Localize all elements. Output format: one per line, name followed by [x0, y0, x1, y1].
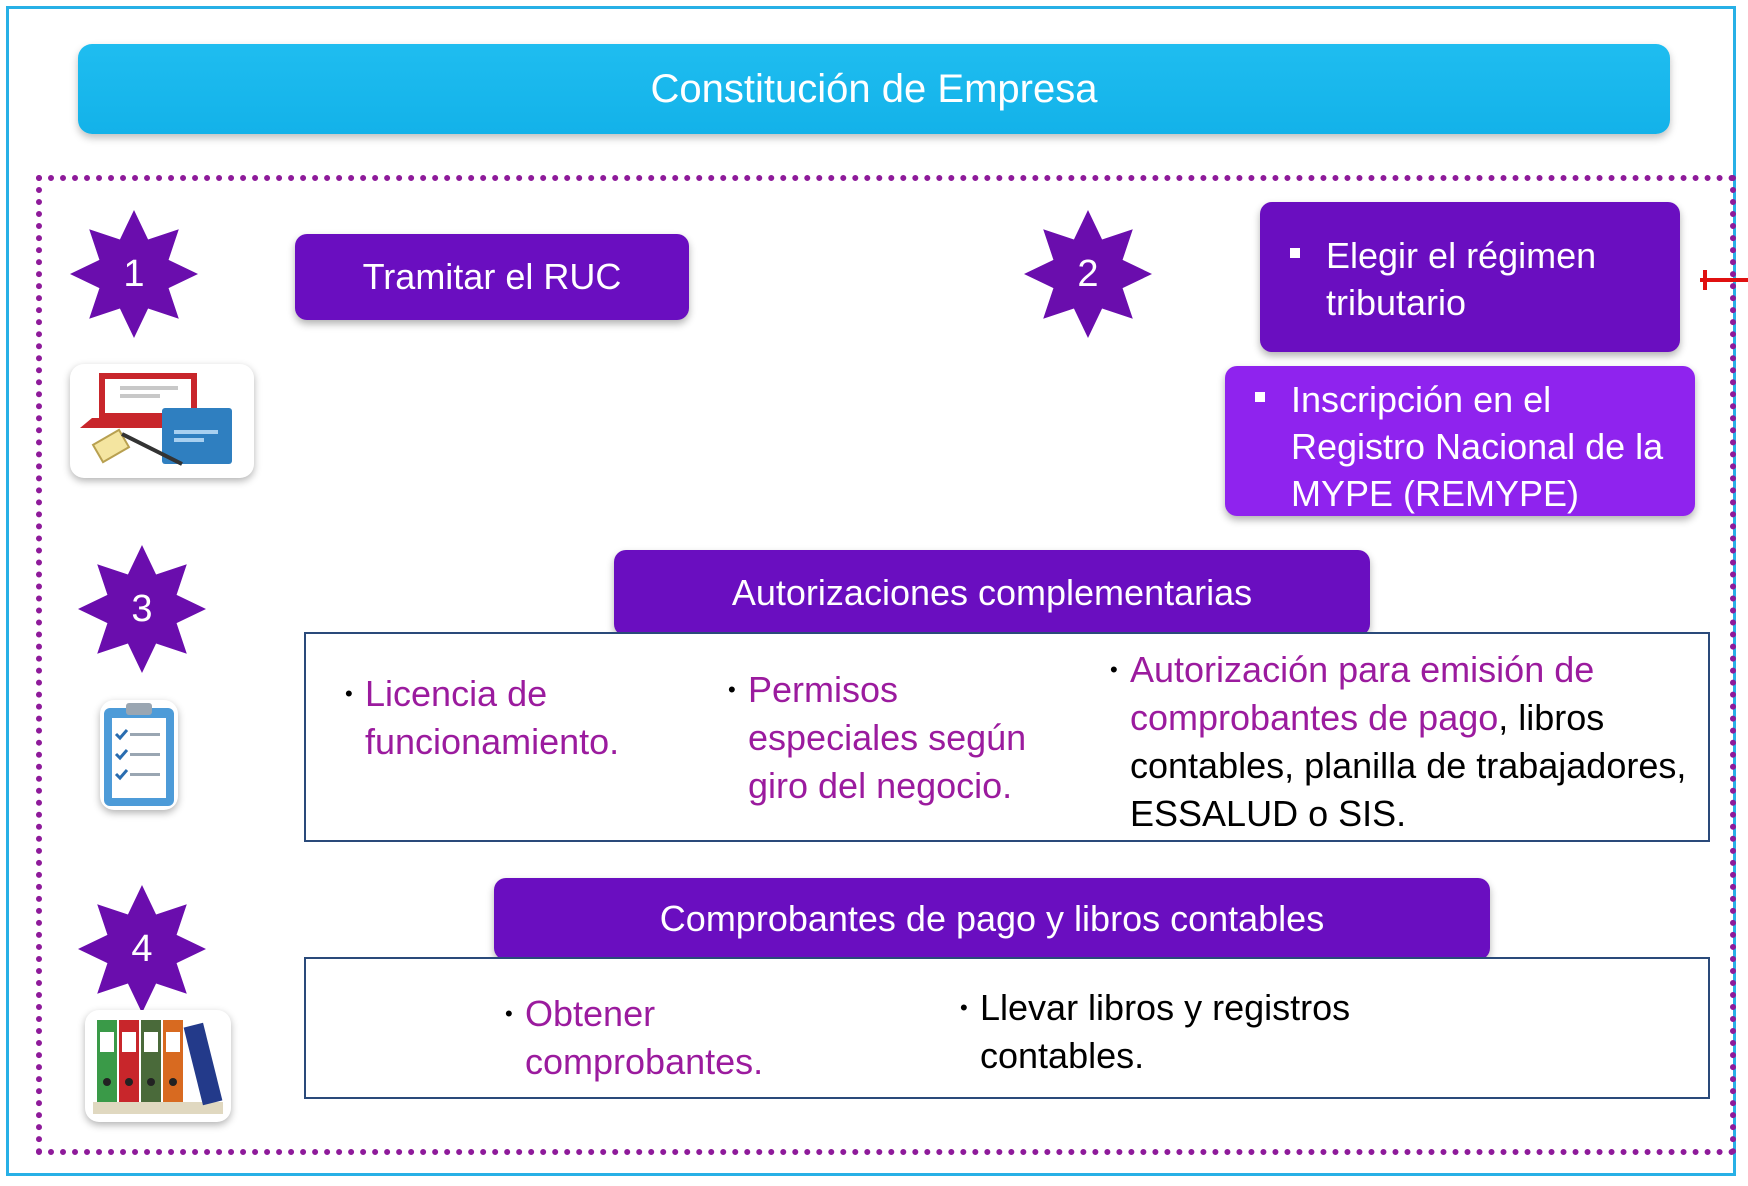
step-4-item-1-text: Obtener comprobantes. [525, 993, 764, 1082]
step-2-badge: 2 [1024, 210, 1152, 338]
steps-container [36, 175, 1736, 1155]
step-4-label-text: Comprobantes de pago y libros contables [659, 898, 1325, 939]
step-4-item-2-text: Llevar libros y registros contables. [980, 987, 1351, 1076]
step-3-number: 3 [131, 587, 153, 630]
step-3-badge: 3 [78, 545, 206, 673]
red-connector-line [1700, 278, 1748, 282]
title-text: Constitución de Empresa [650, 66, 1098, 111]
computer-registration-icon [70, 364, 254, 478]
step-2-bullet-1: Elegir el régimen tributario [1326, 235, 1597, 323]
step-3-details-box [304, 632, 1710, 842]
step-3-label: Autorizaciones complementarias [614, 550, 1370, 636]
red-connector-tick [1703, 270, 1707, 290]
step-3-label-text: Autorizaciones complementarias [731, 572, 1253, 613]
page-title: Constitución de Empresa [78, 44, 1670, 134]
bullet-square-icon [1255, 392, 1265, 402]
step-1-badge: 1 [70, 210, 198, 338]
step-4-item-2: • Llevar libros y registros contables. [960, 984, 1440, 1080]
step-3-item-3-highlight: Autorización para emisión de comprobante… [1130, 649, 1595, 738]
bullet-square-icon [1290, 248, 1300, 258]
step-3-item-3-rest: , libros contables, planilla de trabajad… [1130, 697, 1687, 834]
step-1-number: 1 [123, 252, 145, 295]
step-1-label: Tramitar el RUC [295, 234, 689, 320]
step-4-details-box [304, 957, 1710, 1099]
step-1-label-text: Tramitar el RUC [362, 256, 622, 297]
step-4-badge: 4 [78, 885, 206, 1013]
binders-icon [85, 1010, 231, 1122]
step-3-item-1-text: Licencia de funcionamiento. [365, 673, 620, 762]
step-4-label: Comprobantes de pago y libros contables [494, 878, 1490, 960]
step-2-regime-box: Elegir el régimen tributario [1260, 202, 1680, 352]
step-2-number: 2 [1077, 252, 1099, 295]
step-4-number: 4 [131, 927, 153, 970]
step-4-item-1: • Obtener comprobantes. [505, 990, 825, 1086]
step-3-item-3: • Autorización para emisión de comproban… [1110, 649, 1687, 834]
step-3-item-1: • Licencia de funcionamiento. [345, 670, 655, 766]
step-3-item-2-text: Permisos especiales según giro del negoc… [748, 669, 1027, 806]
checklist-clipboard-icon [100, 700, 178, 810]
step-2-remype-box: Inscripción en el Registro Nacional de l… [1225, 366, 1695, 516]
step-3-item-2: • Permisos especiales según giro del neg… [728, 666, 1068, 810]
step-2-bullet-2: Inscripción en el Registro Nacional de l… [1291, 379, 1664, 514]
